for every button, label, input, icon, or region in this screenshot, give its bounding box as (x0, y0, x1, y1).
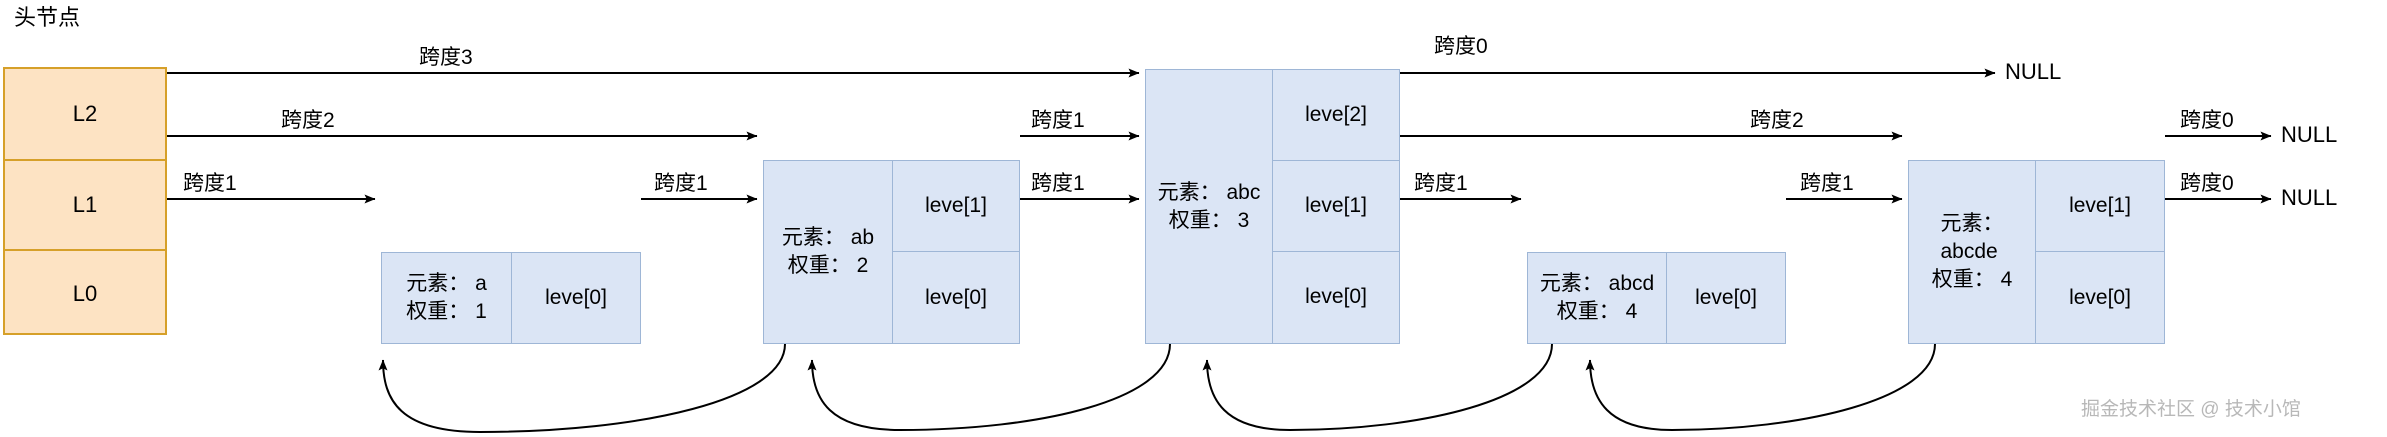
span-label-head-l2-to-abc: 跨度3 (419, 46, 473, 69)
back-arrow-ab-to-a (378, 343, 786, 434)
node-ab-level-1[interactable]: leve[1] (893, 161, 1019, 252)
node-a-weight: 权重： 1 (406, 300, 487, 323)
head-node[interactable]: L2 L1 L0 (3, 67, 167, 335)
node-abcde-element: 元素： abcde (1940, 212, 2004, 264)
head-node-level-l0[interactable]: L0 (72, 281, 98, 306)
back-arrow-abcde-to-abcd (1585, 343, 1936, 432)
node-abc-level-0[interactable]: leve[0] (1305, 285, 1367, 309)
span-label-abcde-l1-to-null: 跨度0 (2180, 109, 2234, 132)
node-abcd[interactable]: 元素： abcd 权重： 4 leve[0] (1527, 252, 1786, 344)
node-abcde-weight: 权重： 4 (1931, 267, 2013, 291)
node-abc-levels: leve[2] leve[1] leve[0] (1273, 70, 1399, 343)
node-ab-levels: leve[1] leve[0] (893, 161, 1019, 343)
node-abcde-info: 元素： abcde 权重： 4 (1909, 161, 2036, 343)
span-label-head-l1-to-ab: 跨度2 (281, 109, 335, 132)
back-arrow-abc-to-ab (807, 343, 1171, 432)
node-abcde[interactable]: 元素： abcde 权重： 4 leve[1] leve[0] (1908, 160, 2165, 344)
node-a-level-0[interactable]: leve[0] (545, 286, 607, 309)
node-abcd-levels: leve[0] (1667, 253, 1785, 343)
null-terminator-abcde-l1: NULL (2281, 122, 2338, 147)
head-node-level-l2[interactable]: L2 (5, 69, 165, 161)
node-ab-level-0[interactable]: leve[0] (925, 285, 987, 309)
node-abc-level-1[interactable]: leve[1] (1273, 161, 1399, 252)
node-ab[interactable]: 元素： ab 权重： 2 leve[1] leve[0] (763, 160, 1020, 344)
node-a[interactable]: 元素： a 权重： 1 leve[0] (381, 252, 641, 344)
back-arrow-abcd-to-abc (1202, 343, 1553, 432)
watermark: 掘金技术社区 @ 技术小馆 (2081, 399, 2301, 420)
node-a-element: 元素： a (406, 272, 487, 296)
node-abc[interactable]: 元素： abc 权重： 3 leve[2] leve[1] leve[0] (1145, 69, 1400, 344)
span-label-abcde-l0-to-null: 跨度0 (2180, 172, 2234, 195)
node-abc-info: 元素： abc 权重： 3 (1146, 70, 1273, 343)
span-label-ab-l0-to-abc: 跨度1 (1031, 172, 1085, 195)
span-label-abc-l1-to-abcde: 跨度2 (1750, 109, 1804, 132)
span-label-a-l0-to-ab: 跨度1 (654, 172, 708, 195)
span-label-head-l0-to-a: 跨度1 (183, 172, 237, 195)
node-abcd-info: 元素： abcd 权重： 4 (1528, 253, 1667, 343)
node-abcd-element: 元素： abcd (1539, 272, 1655, 296)
node-ab-info: 元素： ab 权重： 2 (764, 161, 893, 343)
span-label-ab-l1-to-abc: 跨度1 (1031, 109, 1085, 132)
span-label-abc-l0-to-abcd: 跨度1 (1414, 172, 1468, 195)
node-abc-weight: 权重： 3 (1168, 208, 1250, 232)
head-node-caption: 头节点 (14, 5, 81, 30)
span-label-abc-l2-to-null: 跨度0 (1434, 35, 1488, 58)
node-abcde-level-1[interactable]: leve[1] (2036, 161, 2164, 252)
node-abcd-level-0[interactable]: leve[0] (1695, 286, 1757, 309)
node-abc-element: 元素： abc (1157, 180, 1261, 204)
node-abc-level-2[interactable]: leve[2] (1273, 70, 1399, 162)
node-ab-element: 元素： ab (781, 226, 875, 250)
node-ab-weight: 权重： 2 (787, 254, 869, 277)
null-terminator-abc-l2: NULL (2005, 59, 2062, 84)
node-abcde-levels: leve[1] leve[0] (2036, 161, 2164, 343)
node-a-info: 元素： a 权重： 1 (382, 253, 512, 343)
null-terminator-abcde-l0: NULL (2281, 185, 2338, 210)
node-abcde-level-0[interactable]: leve[0] (2069, 285, 2131, 309)
node-abcd-weight: 权重： 4 (1556, 300, 1638, 323)
head-node-level-l1[interactable]: L1 (5, 161, 165, 251)
node-a-levels: leve[0] (512, 253, 640, 343)
span-label-abcd-l0-to-abcde: 跨度1 (1800, 172, 1854, 195)
